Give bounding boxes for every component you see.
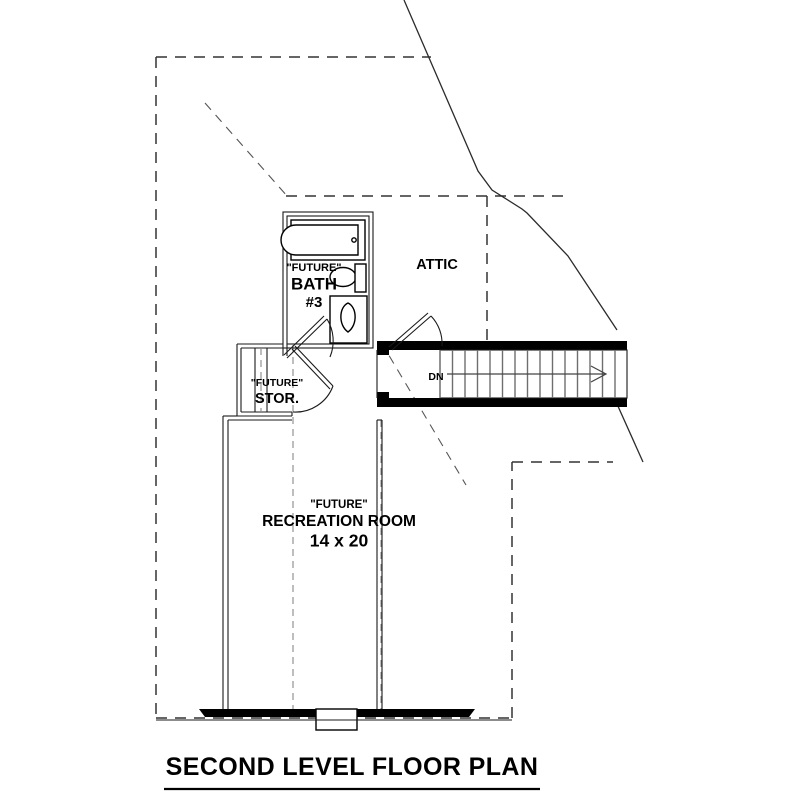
bath-door-leaf-a [283,315,325,356]
dashed-hip-lower-right [380,341,467,486]
roof-slope-upper-right [403,0,618,331]
recreation-room-bottom-wall [156,708,512,731]
storage-door-arc [292,385,334,413]
bathtub-fixture [280,219,366,261]
storage-door-leaf-a [291,348,331,390]
bath-outer-wall [282,211,374,349]
storage-door-leaf-b [294,345,334,387]
stair-jamb-upper [377,341,389,355]
bottom-wall-left [199,709,316,717]
roof-slope-lines [403,0,644,463]
stair-landing-structure [376,341,627,407]
storage-door [291,345,334,413]
toilet-bowl [340,302,356,333]
bath-3-walls [282,211,374,356]
stair-wall-top [377,341,627,350]
storage-room-walls [236,343,293,417]
recreation-room-walls [222,415,383,712]
stair-landing-door [388,312,443,351]
vanity-cabinet-outline [354,263,367,293]
recreation-label-name: RECREATION ROOM [262,513,416,530]
recreation-label-dimensions: 14 x 20 [310,531,369,551]
stair-direction-label: DN [428,371,443,383]
bath-door-arc [326,318,334,358]
bath-label-number: #3 [306,294,323,311]
stair-jamb-lower [377,392,389,407]
attic-label: ATTIC [416,257,458,273]
lavatory-group [329,263,367,293]
landing-door-arc [430,315,443,347]
bath-inner-wall [286,215,370,345]
bathtub-basin [280,224,359,256]
room-labels: "FUTURE" BATH #3 "FUTURE" STOR. "FUTURE"… [251,257,459,551]
stair-direction-arrow-head [590,365,608,383]
storage-label-name: STOR. [255,391,299,407]
stair-wall-bottom [377,398,627,407]
bath-label-name: BATH [291,274,337,293]
bath-wall-stub-left [282,344,288,356]
bath-door [283,315,334,359]
recreation-label-future: "FUTURE" [310,499,368,511]
landing-door-leaf-b [391,315,432,351]
toilet-group [329,295,368,344]
drawing-title-group: SECOND LEVEL FLOOR PLAN [164,753,540,791]
roof-outline-dashed [155,56,613,719]
roof-slope-lower-right [616,403,644,463]
landing-door-leaf-a [388,312,429,348]
bottom-wall-right [357,709,475,717]
stair-run-down [439,349,628,399]
bath-label-future: "FUTURE" [286,262,341,274]
bath-door-leaf-b [286,318,328,359]
storage-label-future: "FUTURE" [251,377,304,389]
bathtub-drain [351,237,357,243]
page-title: SECOND LEVEL FLOOR PLAN [166,753,539,781]
dashed-hip-upper-left [204,102,289,198]
